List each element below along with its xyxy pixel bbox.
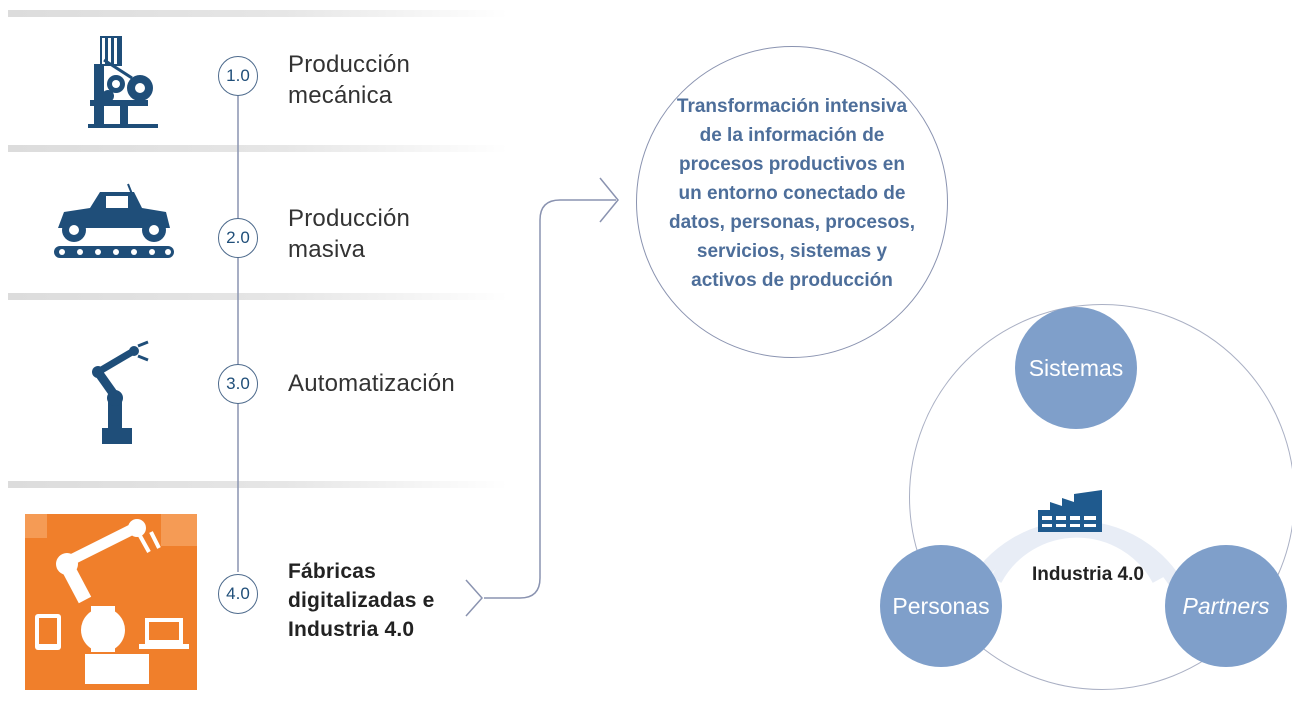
section-divider — [8, 293, 508, 300]
definition-text: Transformación intensiva de la informaci… — [668, 96, 916, 291]
stage-label-line: mecánica — [288, 82, 393, 109]
stage-label: Producción masiva — [288, 203, 410, 265]
arrow-connector — [484, 199, 616, 599]
node-sistemas: Sistemas — [1015, 307, 1137, 429]
stage-label-line: Fábricas — [288, 560, 376, 583]
stage-badge: 2.0 — [218, 218, 258, 258]
robot-arm-devices-icon — [25, 514, 197, 690]
stage-label-line: Automatización — [288, 370, 455, 397]
section-divider — [8, 481, 508, 488]
section-divider — [8, 10, 508, 17]
stage-label: Fábricas digitalizadas e Industria 4.0 — [288, 557, 435, 644]
stage-label-line: digitalizadas e — [288, 589, 435, 612]
stage-badge: 4.0 — [218, 574, 258, 614]
stage-label-line: masiva — [288, 236, 366, 263]
chevron-right-icon — [465, 579, 484, 617]
machine-icon — [80, 30, 170, 130]
node-partners: Partners — [1165, 545, 1287, 667]
section-divider — [8, 145, 508, 152]
stage-label: Producción mecánica — [288, 49, 410, 111]
node-personas: Personas — [880, 545, 1002, 667]
industry-label: Industria 4.0 — [1032, 564, 1144, 585]
factory-icon — [1038, 488, 1102, 532]
definition-circle — [636, 46, 948, 358]
stage-label: Automatización — [288, 368, 455, 399]
stage-label-line: Producción — [288, 205, 411, 232]
stage-label-line: Industria 4.0 — [288, 618, 415, 641]
stage-badge: 3.0 — [218, 364, 258, 404]
car-conveyor-icon — [50, 182, 178, 262]
robot-arm-icon — [80, 340, 160, 450]
stage-label-line: Producción — [288, 51, 411, 78]
arrow-head — [599, 177, 619, 223]
stage-badge: 1.0 — [218, 56, 258, 96]
